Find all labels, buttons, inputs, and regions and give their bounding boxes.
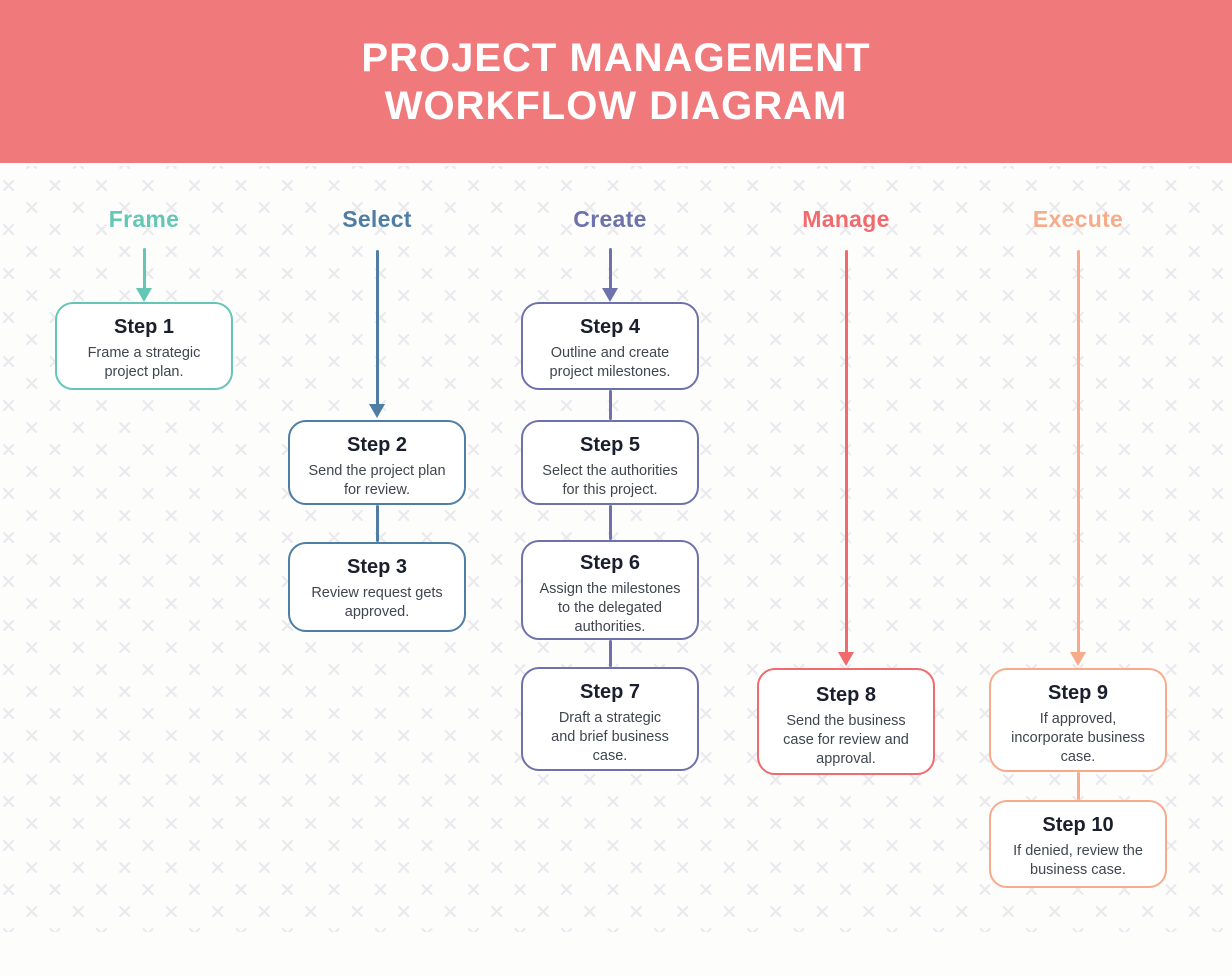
step-description: Select the authorities for this project. xyxy=(542,463,678,498)
step-title: Step 10 xyxy=(1042,814,1114,836)
step-description: If denied, review the business case. xyxy=(1013,843,1143,878)
step-title: Step 8 xyxy=(815,684,877,706)
arrow-down-select-line xyxy=(375,250,379,406)
page-title-line-1: PROJECT MANAGEMENT xyxy=(361,35,871,80)
step-title: Step 2 xyxy=(346,434,408,456)
step-description: Send the project plan for review. xyxy=(308,463,446,498)
arrow-down-manage-icon xyxy=(838,652,854,666)
step-description: Assign the milestones to the delegated a… xyxy=(539,581,681,635)
step-description: Frame a strategic project plan. xyxy=(87,345,201,380)
arrow-down-execute-icon xyxy=(1070,652,1086,666)
connector-step2-step3 xyxy=(375,505,379,542)
step-title: Step 7 xyxy=(579,681,641,703)
step-title: Step 5 xyxy=(579,434,641,456)
step-box-9: Step 9 If approved, incorporate business… xyxy=(989,668,1167,772)
step-box-2: Step 2 Send the project plan for review. xyxy=(288,420,466,505)
connector-step6-step7 xyxy=(608,640,612,667)
column-title-manage: Manage xyxy=(802,206,890,232)
step-title: Step 4 xyxy=(579,316,641,338)
step-box-8: Step 8 Send the business case for review… xyxy=(757,668,935,775)
arrow-down-manage-line xyxy=(844,250,848,654)
step-description: Review request gets approved. xyxy=(311,585,443,620)
step-description: Send the business case for review and ap… xyxy=(783,713,909,767)
header-banner: PROJECT MANAGEMENT WORKFLOW DIAGRAM xyxy=(0,0,1232,163)
step-title: Step 6 xyxy=(579,552,641,574)
step-box-5: Step 5 Select the authorities for this p… xyxy=(521,420,699,505)
step-title: Step 3 xyxy=(346,556,408,578)
step-title: Step 9 xyxy=(1047,682,1109,704)
page-title-line-2: WORKFLOW DIAGRAM xyxy=(384,83,848,128)
step-description: If approved, incorporate business case. xyxy=(1011,711,1145,765)
step-box-6: Step 6 Assign the milestones to the dele… xyxy=(521,540,699,640)
arrow-down-execute-line xyxy=(1076,250,1080,654)
step-description: Draft a strategic and brief business cas… xyxy=(551,710,669,764)
step-box-3: Step 3 Review request gets approved. xyxy=(288,542,466,632)
step-description: Outline and create project milestones. xyxy=(549,345,671,380)
connector-step5-step6 xyxy=(608,505,612,540)
connector-step9-step10 xyxy=(1076,772,1080,800)
step-title: Step 1 xyxy=(113,316,175,338)
column-title-create: Create xyxy=(573,206,647,232)
connector-step4-step5 xyxy=(608,390,612,420)
arrow-down-select-icon xyxy=(369,404,385,418)
step-box-7: Step 7 Draft a strategic and brief busin… xyxy=(521,667,699,771)
step-box-4: Step 4 Outline and create project milest… xyxy=(521,302,699,390)
column-title-frame: Frame xyxy=(108,206,180,232)
step-box-10: Step 10 If denied, review the business c… xyxy=(989,800,1167,888)
column-title-execute: Execute xyxy=(1032,206,1124,232)
arrow-down-create-line xyxy=(608,248,612,290)
arrow-down-frame-line xyxy=(142,248,146,290)
arrow-down-frame-icon xyxy=(136,288,152,302)
step-box-1: Step 1 Frame a strategic project plan. xyxy=(55,302,233,390)
arrow-down-create-icon xyxy=(602,288,618,302)
column-title-select: Select xyxy=(342,206,412,232)
